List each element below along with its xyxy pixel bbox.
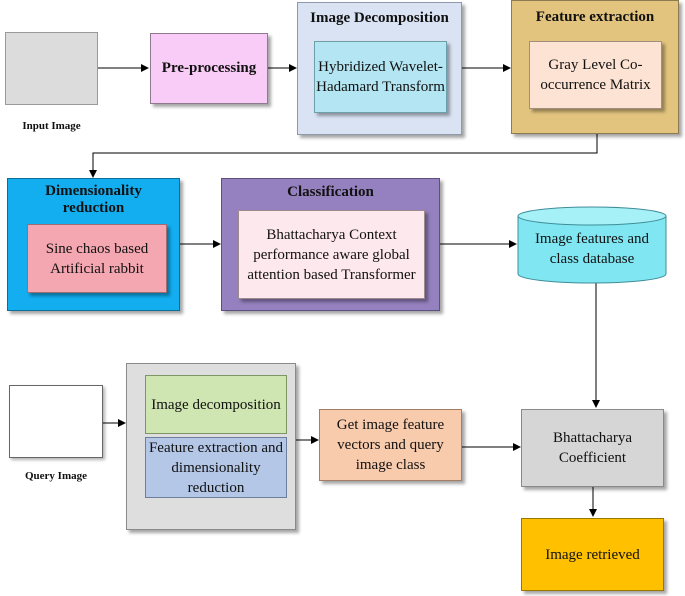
- query-decomposition-label: Image decomposition: [151, 396, 281, 413]
- preprocessing-box: Pre-processing: [150, 33, 268, 104]
- feature-extraction-title: Feature extraction: [535, 9, 655, 25]
- classification-box: Classification Bhattacharya Context perf…: [221, 178, 440, 311]
- classification-title: Classification: [287, 184, 374, 200]
- wavelet-hadamard-label: Hybridized Wavelet-Hadamard Transform: [316, 59, 445, 95]
- image-retrieved-box: Image retrieved: [521, 518, 664, 591]
- glcm-label: Gray Level Co-occurrence Matrix: [540, 57, 651, 93]
- query-extraction-box: Feature extraction and dimensionality re…: [145, 437, 287, 498]
- sine-chaos-label: Sine chaos based Artificial rabbit: [45, 240, 149, 277]
- transformer-label: Bhattacharya Context performance aware g…: [247, 226, 416, 283]
- bhattacharya-coefficient-box: Bhattacharya Coefficient: [521, 409, 664, 487]
- feature-vectors-label: Get image feature vectors and query imag…: [336, 417, 445, 473]
- preprocessing-label: Pre-processing: [161, 60, 257, 76]
- bhattacharya-coefficient-label: Bhattacharya Coefficient: [552, 430, 633, 466]
- input-image-placeholder: [5, 32, 98, 105]
- glcm-box: Gray Level Co-occurrence Matrix: [529, 41, 662, 109]
- database-icon: [517, 206, 667, 284]
- query-image-placeholder: [9, 385, 103, 458]
- query-processing-box: Image decomposition Feature extraction a…: [126, 363, 296, 530]
- wavelet-hadamard-box: Hybridized Wavelet-Hadamard Transform: [314, 41, 447, 113]
- query-image-caption: Query Image: [24, 470, 87, 482]
- image-decomposition-box: Image Decomposition Hybridized Wavelet-H…: [297, 2, 462, 135]
- arrow-feature-to-dimred: [89, 134, 598, 178]
- image-retrieved-label: Image retrieved: [545, 546, 640, 563]
- sine-chaos-box: Sine chaos based Artificial rabbit: [27, 224, 167, 293]
- transformer-box: Bhattacharya Context performance aware g…: [238, 210, 425, 299]
- database-label: Image features and class database: [534, 231, 650, 267]
- query-extraction-label: Feature extraction and dimensionality re…: [148, 439, 284, 496]
- query-decomposition-box: Image decomposition: [145, 375, 287, 434]
- image-decomposition-title: Image Decomposition: [310, 10, 449, 26]
- feature-extraction-box: Feature extraction Gray Level Co-occurre…: [511, 0, 679, 134]
- dimensionality-reduction-box: Dimensionality reduction Sine chaos base…: [7, 178, 180, 311]
- input-image-caption: Input Image: [22, 120, 81, 132]
- feature-vectors-box: Get image feature vectors and query imag…: [319, 409, 462, 481]
- database-cylinder: Image features and class database: [517, 206, 667, 284]
- dimensionality-reduction-title: Dimensionality reduction: [45, 183, 142, 216]
